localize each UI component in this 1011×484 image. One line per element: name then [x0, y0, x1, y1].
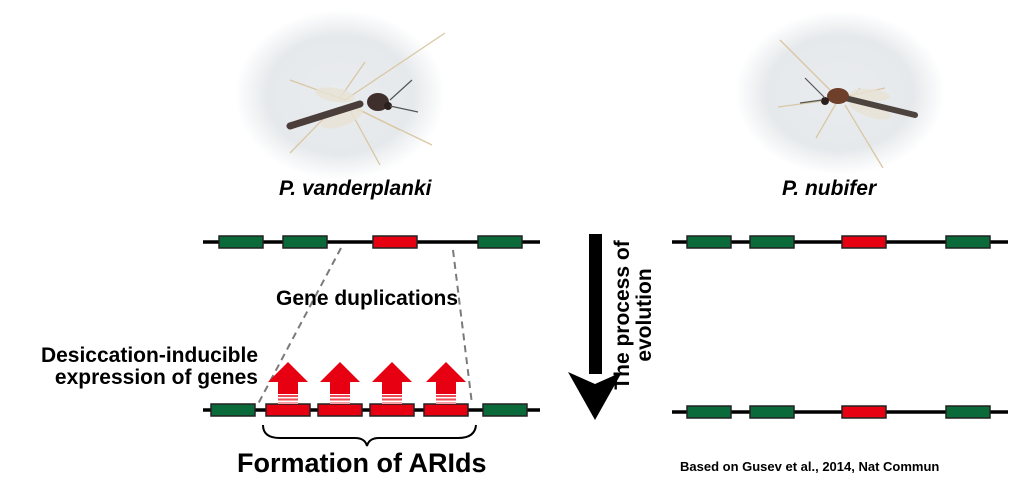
chromosome-nubifer-derived	[672, 405, 1008, 419]
gene-box-green	[482, 403, 528, 417]
gene-box-red	[372, 235, 418, 249]
species-name-vanderplanki: P. vanderplanki	[279, 177, 432, 200]
evolution-label-line2: evolution	[633, 268, 656, 362]
gene-box-red	[369, 403, 415, 417]
evolution-label-line1: The process of	[611, 240, 634, 390]
chromosome-vanderplanki-derived	[203, 403, 540, 417]
gene-box-green	[749, 235, 795, 249]
up-arrow-icon	[320, 362, 360, 404]
gene-box-green	[477, 235, 523, 249]
evolution-process-label: The process of evolution	[611, 225, 656, 405]
up-arrow-icon	[372, 362, 412, 404]
duplication-guide-right	[452, 249, 473, 405]
evolution-arrow-icon	[568, 234, 622, 420]
gene-box-green	[749, 405, 795, 419]
gene-box-green	[282, 235, 328, 249]
curly-brace	[262, 424, 477, 447]
gene-box-green	[945, 235, 991, 249]
gene-box-green	[210, 403, 256, 417]
gene-box-red	[841, 235, 887, 249]
gene-box-green	[686, 405, 732, 419]
desiccation-expression-label: Desiccation-inducible expression of gene…	[2, 345, 258, 389]
gene-box-green	[945, 405, 991, 419]
up-arrow-icon	[268, 362, 308, 404]
gene-box-green	[686, 235, 732, 249]
midge-photo-right	[735, 11, 945, 175]
gene-box-red	[423, 403, 469, 417]
midge-photo-left	[235, 10, 446, 180]
gene-box-red	[265, 403, 311, 417]
duplication-guide-left	[257, 247, 342, 405]
desiccation-label-line2: expression of genes	[54, 366, 258, 389]
gene-box-red	[841, 405, 887, 419]
gene-box-red	[317, 403, 363, 417]
gene-box-green	[218, 235, 264, 249]
species-name-nubifer: P. nubifer	[782, 177, 877, 200]
up-arrow-icon	[426, 362, 466, 404]
chromosome-nubifer-ancestral	[672, 235, 1008, 249]
desiccation-label-line1: Desiccation-inducible	[40, 344, 258, 367]
citation: Based on Gusev et al., 2014, Nat Commun	[680, 459, 940, 474]
chromosome-vanderplanki-ancestral	[203, 235, 540, 249]
formation-of-arids-label: Formation of ARIds	[237, 448, 487, 478]
gene-duplications-label: Gene duplications	[276, 287, 459, 310]
upregulation-arrows	[268, 362, 466, 404]
